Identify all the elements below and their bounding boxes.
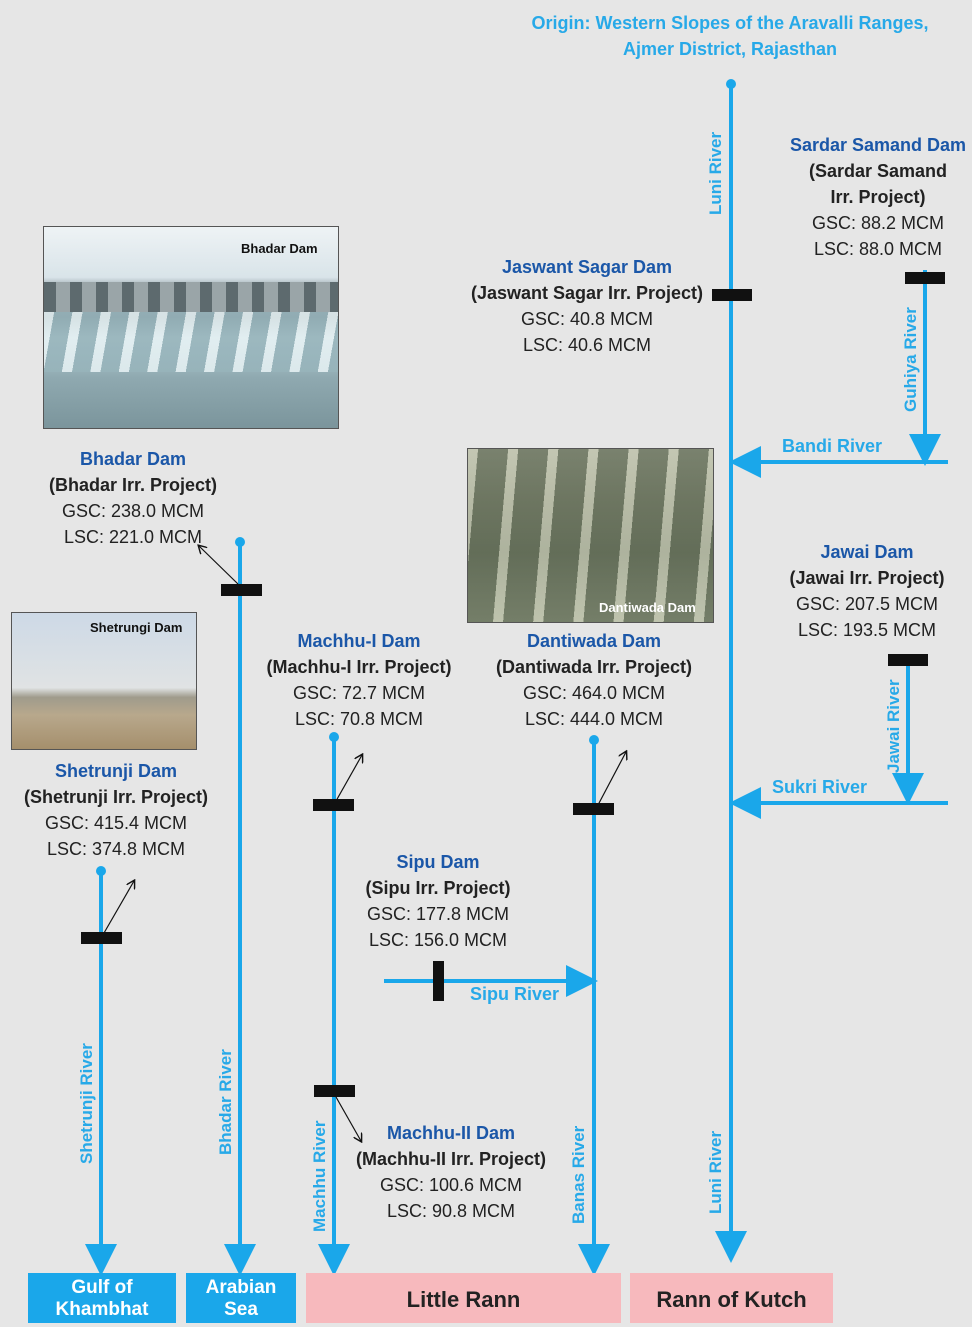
luni-river-label-top: Luni River [706, 132, 726, 215]
machhu2-dam-name: Machhu-II Dam [338, 1120, 564, 1146]
sardar-dam-name: Sardar Samand Dam [778, 132, 972, 158]
shetrunji-dam-photo: Shetrungi Dam [11, 612, 197, 750]
jaswant-dam-gsc: GSC: 40.8 MCM [462, 306, 712, 332]
dam-spillway [44, 312, 338, 372]
bhadar-dam-photo: Bhadar Dam [43, 226, 339, 429]
bhadar-pointer [199, 546, 238, 584]
bhadar-dam-label: Bhadar Dam (Bhadar Irr. Project) GSC: 23… [33, 446, 233, 550]
bhadar-dam-name: Bhadar Dam [33, 446, 233, 472]
shetrunji-dam-project: (Shetrunji Irr. Project) [8, 784, 224, 810]
machhu1-dam-label: Machhu-I Dam (Machhu-I Irr. Project) GSC… [249, 628, 469, 732]
sardar-dam-lsc: LSC: 88.0 MCM [778, 236, 972, 262]
sipu-dam-name: Sipu Dam [348, 849, 528, 875]
jawai-dam-lsc: LSC: 193.5 MCM [772, 617, 962, 643]
arabian-line-2: Sea [186, 1299, 296, 1321]
little-rann-label: Little Rann [407, 1287, 521, 1312]
machhu1-dam-lsc: LSC: 70.8 MCM [249, 706, 469, 732]
sardar-dam-project-1: (Sardar Samand [778, 158, 972, 184]
rann-of-kutch-label: Rann of Kutch [656, 1287, 806, 1312]
machhu-river-label: Machhu River [310, 1121, 330, 1232]
dantiwada-dam-label: Dantiwada Dam (Dantiwada Irr. Project) G… [478, 628, 710, 732]
jawai-dam-name: Jawai Dam [772, 539, 962, 565]
machhu1-dam-gsc: GSC: 72.7 MCM [249, 680, 469, 706]
dantiwada-photo-caption: Dantiwada Dam [599, 600, 696, 615]
dantiwada-dam-lsc: LSC: 444.0 MCM [478, 706, 710, 732]
dantiwada-dam-project: (Dantiwada Irr. Project) [478, 654, 710, 680]
luni-river-label-bottom: Luni River [706, 1131, 726, 1214]
dantiwada-dam-bar [573, 803, 614, 815]
khambhat-line-2: Khambhat [28, 1299, 176, 1321]
jaswant-dam-lsc: LSC: 40.6 MCM [462, 332, 712, 358]
bhadar-source-dot [235, 537, 245, 547]
machhu1-dam-bar [313, 799, 354, 811]
origin-line-1: Origin: Western Slopes of the Aravalli R… [520, 10, 940, 36]
shetrunji-dam-gsc: GSC: 415.4 MCM [8, 810, 224, 836]
machhu2-dam-project: (Machhu-II Irr. Project) [338, 1146, 564, 1172]
origin-label: Origin: Western Slopes of the Aravalli R… [520, 10, 940, 62]
little-rann-box: Little Rann [306, 1273, 621, 1323]
dantiwada-dam-name: Dantiwada Dam [478, 628, 710, 654]
machhu2-dam-gsc: GSC: 100.6 MCM [338, 1172, 564, 1198]
sipu-river-label: Sipu River [470, 984, 559, 1005]
machhu2-dam-label: Machhu-II Dam (Machhu-II Irr. Project) G… [338, 1120, 564, 1224]
machhu2-dam-lsc: LSC: 90.8 MCM [338, 1198, 564, 1224]
sipu-dam-gsc: GSC: 177.8 MCM [348, 901, 528, 927]
shetrunji-photo-caption: Shetrungi Dam [90, 620, 182, 635]
luni-source-dot [726, 79, 736, 89]
jawai-dam-bar [888, 654, 928, 666]
jaswant-dam-project: (Jaswant Sagar Irr. Project) [462, 280, 712, 306]
jawai-dam-project: (Jawai Irr. Project) [772, 565, 962, 591]
bhadar-dam-bar [221, 584, 262, 596]
jawai-river-label: Jawai River [884, 679, 904, 773]
rann-of-kutch-box: Rann of Kutch [630, 1273, 833, 1323]
dantiwada-pointer [598, 752, 626, 805]
sipu-dam-bar [433, 961, 444, 1001]
sardar-dam-gsc: GSC: 88.2 MCM [778, 210, 972, 236]
bhadar-photo-caption: Bhadar Dam [241, 241, 318, 256]
origin-line-2: Ajmer District, Rajasthan [520, 36, 940, 62]
bandi-river-label: Bandi River [782, 436, 882, 457]
jawai-dam-label: Jawai Dam (Jawai Irr. Project) GSC: 207.… [772, 539, 962, 643]
sipu-dam-label: Sipu Dam (Sipu Irr. Project) GSC: 177.8 … [348, 849, 528, 953]
arabian-sea-box: Arabian Sea [186, 1273, 296, 1323]
bhadar-river-label: Bhadar River [216, 1049, 236, 1155]
jaswant-sagar-dam-label: Jaswant Sagar Dam (Jaswant Sagar Irr. Pr… [462, 254, 712, 358]
gulf-of-khambhat-box: Gulf of Khambhat [28, 1273, 176, 1323]
jaswant-dam-bar [712, 289, 752, 301]
shetrunji-dam-lsc: LSC: 374.8 MCM [8, 836, 224, 862]
shetrunji-dam-label: Shetrunji Dam (Shetrunji Irr. Project) G… [8, 758, 224, 862]
shetrunji-dam-bar [81, 932, 122, 944]
bhadar-dam-project: (Bhadar Irr. Project) [33, 472, 233, 498]
dam-wall [44, 282, 338, 312]
shetrunji-dam-name: Shetrunji Dam [8, 758, 224, 784]
sardar-dam-project-2: Irr. Project) [778, 184, 972, 210]
khambhat-line-1: Gulf of [28, 1277, 176, 1299]
machhu2-dam-bar [314, 1085, 355, 1097]
dantiwada-dam-photo: Dantiwada Dam [467, 448, 714, 623]
sipu-dam-project: (Sipu Irr. Project) [348, 875, 528, 901]
dam-gates [468, 449, 713, 622]
jaswant-dam-name: Jaswant Sagar Dam [462, 254, 712, 280]
bhadar-dam-lsc: LSC: 221.0 MCM [33, 524, 233, 550]
banas-river-label: Banas River [569, 1126, 589, 1224]
sardar-samand-dam-label: Sardar Samand Dam (Sardar Samand Irr. Pr… [778, 132, 972, 262]
machhu1-dam-project: (Machhu-I Irr. Project) [249, 654, 469, 680]
sipu-dam-lsc: LSC: 156.0 MCM [348, 927, 528, 953]
bhadar-dam-gsc: GSC: 238.0 MCM [33, 498, 233, 524]
jawai-dam-gsc: GSC: 207.5 MCM [772, 591, 962, 617]
machhu1-pointer [336, 755, 362, 801]
arabian-line-1: Arabian [186, 1277, 296, 1299]
shetrunji-pointer [104, 881, 134, 933]
sardar-dam-bar [905, 272, 945, 284]
dantiwada-dam-gsc: GSC: 464.0 MCM [478, 680, 710, 706]
machhu1-dam-name: Machhu-I Dam [249, 628, 469, 654]
machhu-source-dot [329, 732, 339, 742]
sukri-river-label: Sukri River [772, 777, 867, 798]
shetrunji-river-label: Shetrunji River [77, 1043, 97, 1164]
banas-source-dot [589, 735, 599, 745]
shetrunji-source-dot [96, 866, 106, 876]
guhiya-river-label: Guhiya River [901, 307, 921, 412]
